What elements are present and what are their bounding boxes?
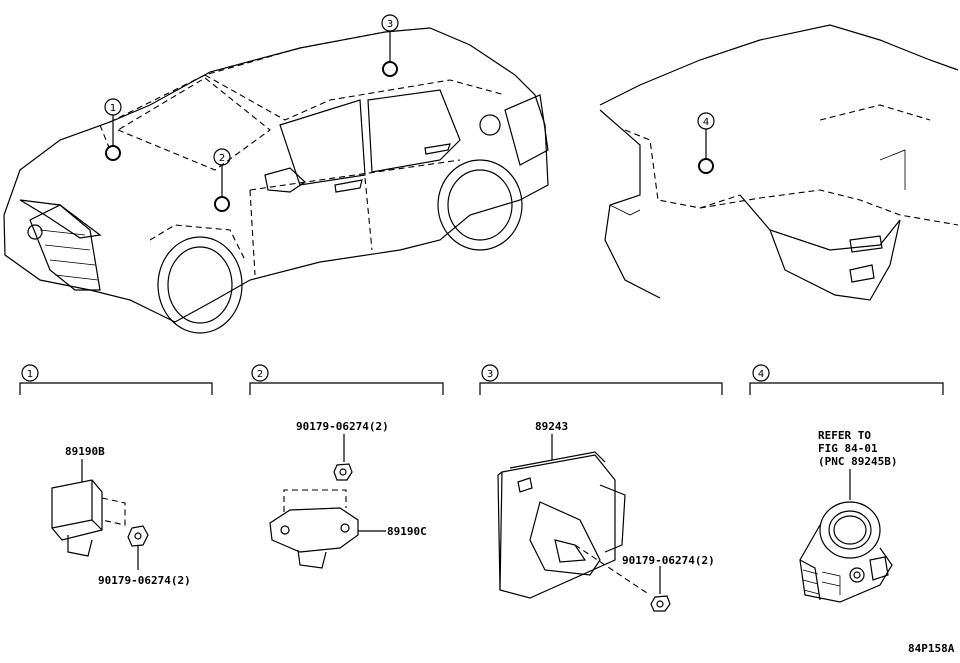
svg-text:4: 4 bbox=[758, 369, 764, 380]
svg-text:2: 2 bbox=[257, 369, 263, 380]
part-number-90179-06274-s3: 90179-06274(2) bbox=[622, 554, 715, 567]
svg-text:1: 1 bbox=[27, 369, 33, 380]
part-89190b-sensor: 89190B 90179-06274(2) bbox=[51, 445, 191, 587]
callout-3: 3 bbox=[381, 14, 399, 77]
section-3-header: 3 bbox=[479, 364, 723, 395]
section-2-header: 2 bbox=[249, 364, 444, 395]
sensor-location-3-marker bbox=[382, 61, 398, 77]
callout-3-number: 3 bbox=[387, 19, 393, 30]
callout-1: 1 bbox=[104, 98, 122, 161]
part-89245b-sensor: REFER TO FIG 84-01 (PNC 89245B) bbox=[799, 429, 897, 603]
figure-code: 84P158A bbox=[908, 642, 955, 655]
sensor-location-4-marker bbox=[698, 158, 714, 174]
refer-to-text: REFER TO bbox=[818, 429, 871, 442]
part-number-90179-06274-s1: 90179-06274(2) bbox=[98, 574, 191, 587]
part-number-90179-06274-s2: 90179-06274(2) bbox=[296, 420, 389, 433]
refer-fig-text: FIG 84-01 bbox=[818, 442, 878, 455]
callout-4-number: 4 bbox=[703, 117, 709, 128]
refer-pnc-text: (PNC 89245B) bbox=[818, 455, 897, 468]
svg-text:3: 3 bbox=[487, 369, 493, 380]
callout-2: 2 bbox=[213, 148, 231, 212]
vehicle-illustration bbox=[3, 27, 549, 334]
part-number-89243: 89243 bbox=[535, 420, 568, 433]
part-number-89190c: 89190C bbox=[387, 525, 427, 538]
sensor-location-2-marker bbox=[214, 196, 230, 212]
callout-2-number: 2 bbox=[219, 153, 225, 164]
section-4-header: 4 bbox=[749, 364, 944, 395]
sensor-location-1-marker bbox=[105, 145, 121, 161]
section-1-header: 1 bbox=[19, 364, 213, 395]
part-89190c-sensor: 90179-06274(2) 89190C bbox=[269, 420, 427, 569]
dashboard-illustration bbox=[599, 24, 959, 301]
callout-4: 4 bbox=[697, 112, 715, 174]
part-89243-module: 89243 90179-06274(2) bbox=[497, 420, 715, 612]
part-number-89190b: 89190B bbox=[65, 445, 105, 458]
callout-1-number: 1 bbox=[110, 103, 116, 114]
